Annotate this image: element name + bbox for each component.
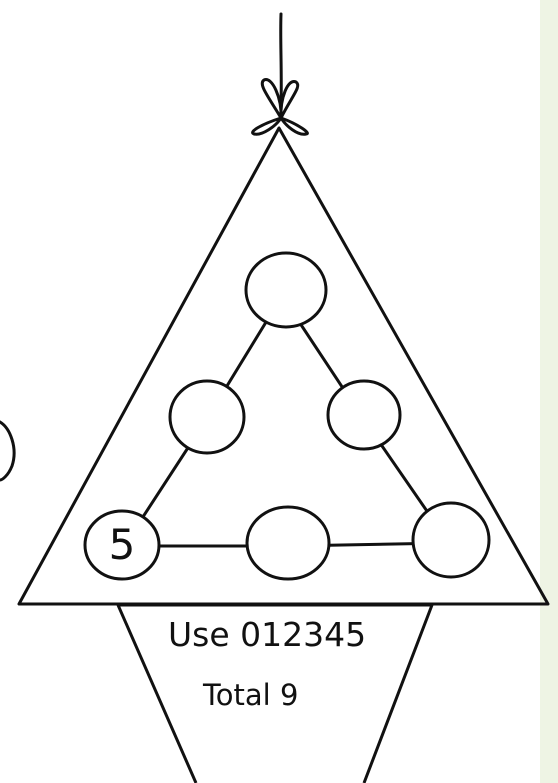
given-circle-value: 5 [109, 520, 136, 569]
hanging-string [281, 14, 282, 108]
circle-mid-right[interactable] [328, 381, 400, 449]
instruction-total: Total 9 [202, 678, 298, 712]
circle-top[interactable] [246, 253, 326, 327]
circle-bottom-right[interactable] [413, 503, 489, 577]
circle-bottom-middle[interactable] [247, 507, 329, 579]
partial-left-circle [0, 422, 14, 480]
circle-mid-left[interactable] [170, 381, 244, 453]
instruction-use: Use 012345 [168, 615, 366, 654]
